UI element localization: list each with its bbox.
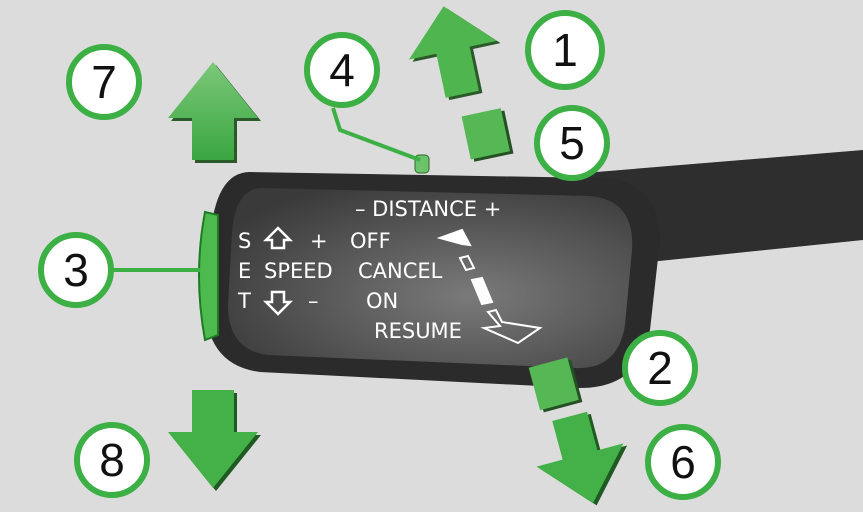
callout-8: 8 xyxy=(99,434,125,486)
speed-down-arrow-icon xyxy=(262,290,294,316)
arrow-down-8-icon xyxy=(168,390,261,491)
callout-4: 4 xyxy=(329,44,355,96)
callout-1: 1 xyxy=(552,24,578,76)
off-resume-direction-icon xyxy=(436,228,543,345)
speed-plus: + xyxy=(310,229,328,253)
distance-label: – DISTANCE + xyxy=(355,197,501,221)
callout-6: 6 xyxy=(670,436,696,488)
on-label: ON xyxy=(366,289,398,313)
set-button-cap xyxy=(198,210,219,342)
callout-2: 2 xyxy=(647,342,673,394)
lever-face xyxy=(228,188,633,369)
callout-5: 5 xyxy=(559,117,585,169)
off-label: OFF xyxy=(350,229,391,253)
set-s: S xyxy=(238,229,251,253)
resume-label: RESUME xyxy=(374,319,462,343)
speed-minus: – xyxy=(308,289,319,313)
cancel-label: CANCEL xyxy=(358,259,443,283)
arrow-6-icon xyxy=(536,411,628,506)
callout-3: 3 xyxy=(63,244,89,296)
set-t: T xyxy=(237,289,251,313)
block-5-icon xyxy=(461,108,514,162)
speed-up-arrow-icon xyxy=(262,226,294,250)
speed-label: SPEED xyxy=(264,259,333,283)
set-e: E xyxy=(238,259,251,283)
callout-7: 7 xyxy=(91,56,117,108)
block-2-icon xyxy=(528,357,583,413)
arrow-1-icon xyxy=(408,6,501,101)
arrow-up-7-icon xyxy=(168,62,261,163)
